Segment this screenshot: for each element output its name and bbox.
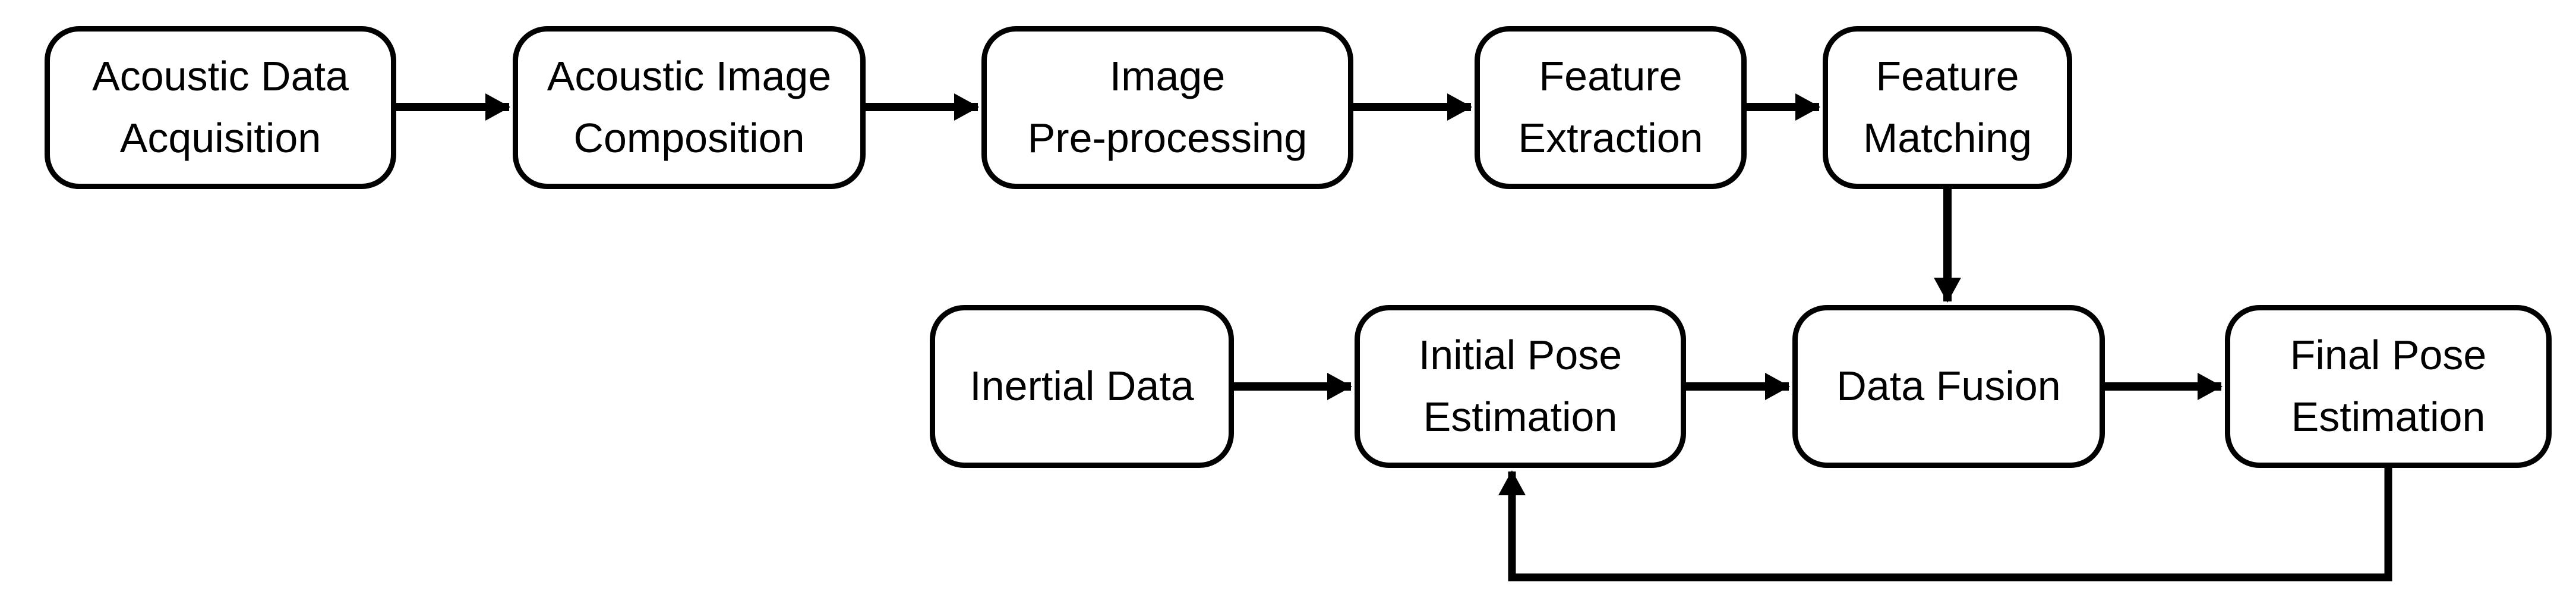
- node-label-acoustic-image-composition: Acoustic Image Composition: [547, 53, 832, 161]
- node-label-feature-matching: Feature Matching: [1862, 53, 2032, 161]
- node-initial-pose-estimation: Initial Pose Estimation: [1355, 305, 1686, 468]
- node-final-pose-estimation: Final Pose Estimation: [2225, 305, 2552, 468]
- node-feature-matching: Feature Matching: [1823, 26, 2072, 189]
- node-label-acoustic-data-acquisition: Acoustic Data Acquisition: [92, 53, 349, 161]
- node-label-data-fusion: Data Fusion: [1836, 363, 2061, 410]
- node-label-image-pre-processing: Image Pre-processing: [1027, 53, 1308, 161]
- node-feature-extraction: Feature Extraction: [1475, 26, 1747, 189]
- node-acoustic-data-acquisition: Acoustic Data Acquisition: [45, 26, 396, 189]
- node-label-initial-pose-estimation: Initial Pose Estimation: [1418, 332, 1622, 440]
- node-image-pre-processing: Image Pre-processing: [981, 26, 1353, 189]
- node-data-fusion: Data Fusion: [1792, 305, 2105, 468]
- node-acoustic-image-composition: Acoustic Image Composition: [513, 26, 866, 189]
- node-label-final-pose-estimation: Final Pose Estimation: [2290, 332, 2487, 440]
- node-label-feature-extraction: Feature Extraction: [1518, 53, 1703, 161]
- node-label-inertial-data: Inertial Data: [970, 363, 1194, 410]
- arrow-feedback-finalpose-to-initialpose: [1498, 468, 2392, 581]
- node-inertial-data: Inertial Data: [930, 305, 1234, 468]
